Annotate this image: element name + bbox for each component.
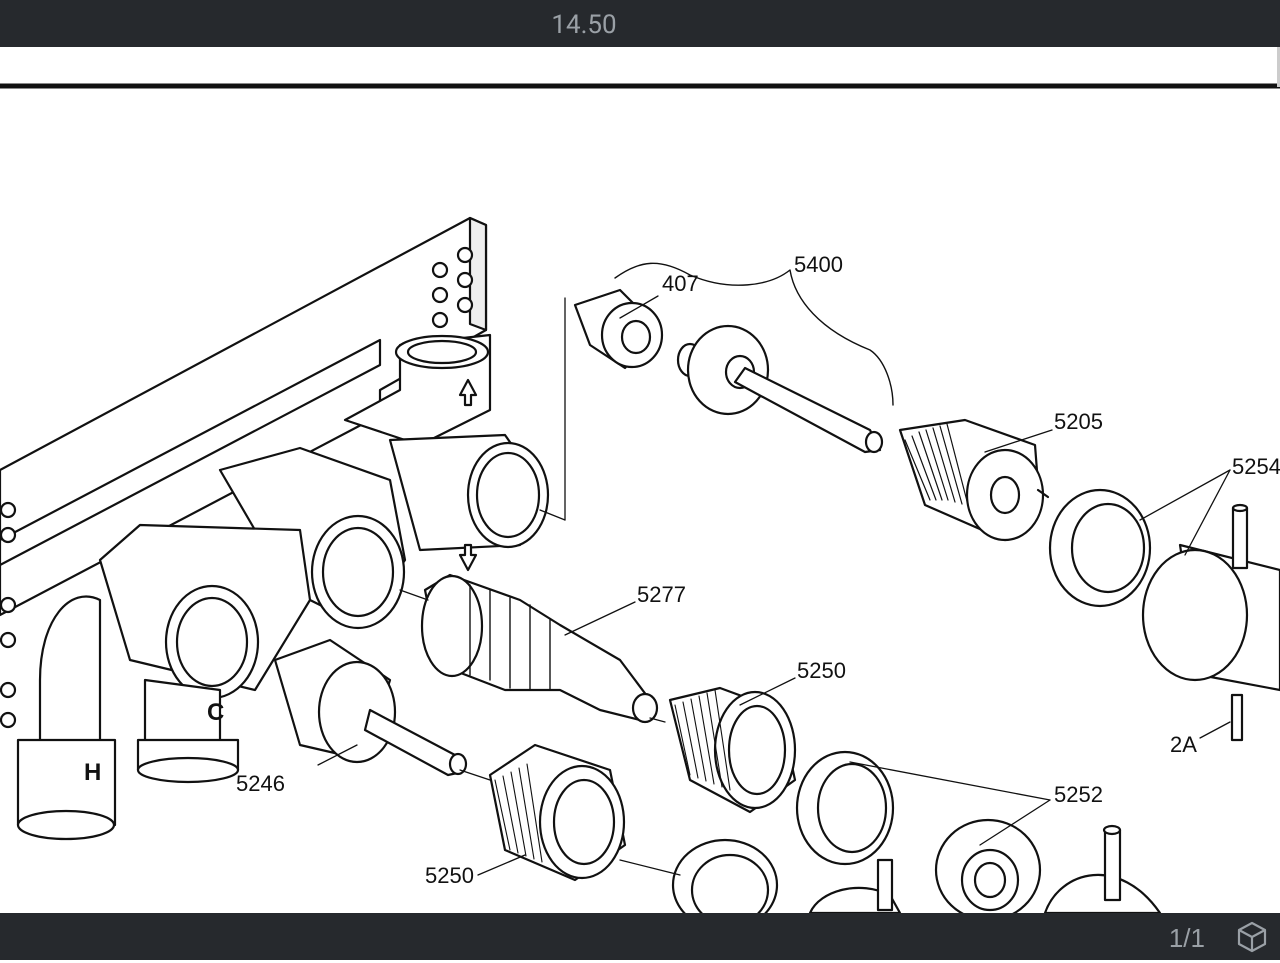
hot-marker: H	[84, 759, 101, 786]
part-5400	[676, 324, 884, 454]
label-5254: 5254	[1232, 454, 1280, 479]
label-5250-upper: 5250	[797, 658, 846, 683]
part-5250-upper	[668, 686, 797, 814]
label-5205: 5205	[1054, 409, 1103, 434]
scrollbar-thumb[interactable]	[1277, 47, 1280, 87]
page-indicator: 1/1	[1168, 923, 1205, 953]
part-5254-handle	[1141, 503, 1280, 742]
part-5252-ring	[795, 750, 895, 866]
document-title: 14.50	[551, 10, 617, 40]
part-5254-ring	[1048, 488, 1152, 608]
label-5252: 5252	[1054, 782, 1103, 807]
bottom-toolbar: 1/1	[0, 913, 1280, 960]
cube-icon[interactable]	[1234, 919, 1270, 955]
label-5250-lower: 5250	[425, 863, 474, 888]
part-bottom-ring-left	[671, 838, 779, 913]
part-bottom-dial	[934, 818, 1042, 913]
part-5277	[420, 573, 659, 724]
part-407	[573, 288, 664, 370]
part-5205	[898, 418, 1050, 542]
document-page[interactable]: H C	[0, 47, 1280, 913]
label-407: 407	[662, 271, 699, 296]
mounting-plate	[0, 216, 488, 729]
exploded-parts-diagram: H C	[0, 83, 1280, 913]
label-5246: 5246	[236, 771, 285, 796]
label-2A: 2A	[1170, 732, 1197, 757]
part-bottom-knob-right	[1043, 824, 1162, 913]
cold-marker: C	[207, 699, 224, 726]
top-toolbar: 14.50	[0, 0, 1280, 47]
label-5277: 5277	[637, 582, 686, 607]
part-5246	[273, 638, 468, 777]
label-5400: 5400	[794, 252, 843, 277]
valve-body	[16, 333, 550, 841]
part-bottom-knob-center	[808, 858, 902, 913]
part-5250-lower	[488, 743, 627, 882]
